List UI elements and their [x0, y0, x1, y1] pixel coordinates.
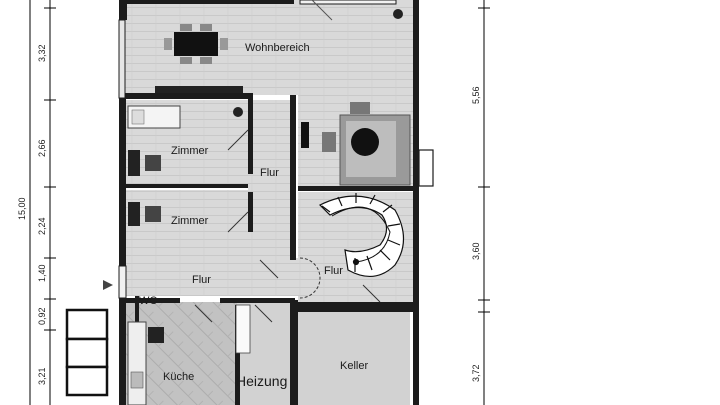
- wall-heizung-keller: [290, 300, 298, 405]
- floor-zimmer-2: [125, 190, 248, 258]
- stairs-outline: [318, 195, 405, 277]
- desk-zimmer-2: [128, 202, 140, 226]
- wall-kueche-heizung: [235, 305, 240, 405]
- dining-chair-4: [200, 24, 212, 31]
- wall-left-mid: [119, 98, 126, 266]
- dining-table: [174, 32, 218, 56]
- dim-left-6: 3,21: [37, 367, 47, 385]
- door-kueche: [194, 304, 213, 323]
- walls: [118, 0, 419, 405]
- dim-left-5: 0,92: [37, 307, 47, 325]
- dining-chair-3: [180, 24, 192, 31]
- wall-left-window: [118, 19, 126, 99]
- wall-zimmer-flur: [248, 99, 253, 174]
- stove: [148, 327, 164, 343]
- dining-chair-1: [164, 38, 172, 50]
- furniture: [127, 24, 411, 405]
- floor-flur-2: [125, 258, 300, 296]
- plant-icon: [393, 9, 403, 19]
- door-top: [311, 0, 333, 21]
- label-keller: Keller: [340, 360, 368, 372]
- kitchen-counter: [127, 321, 147, 405]
- label-zimmer-1: Zimmer: [171, 145, 209, 157]
- wall-left-lower: [118, 265, 127, 299]
- dim-left-1: 3,32: [37, 44, 47, 62]
- dim-right-2: 3,60: [471, 242, 481, 260]
- stairs-treads: [321, 193, 401, 272]
- floor-keller: [298, 312, 410, 405]
- floor-wohnbereich: [125, 0, 415, 95]
- label-wohnbereich: Wohnbereich: [245, 42, 310, 54]
- boiler: [235, 304, 251, 354]
- dimension-labels: 15,00 3,32 2,66 2,24 1,40 0,92 3,21 5,56…: [17, 44, 481, 385]
- dim-left-4: 1,40: [37, 264, 47, 282]
- wall-left-bottom: [119, 298, 126, 405]
- dim-right-1: 5,56: [471, 86, 481, 104]
- door-flur-kueche: [259, 259, 279, 279]
- wall-right: [413, 0, 419, 405]
- dim-left-3: 2,24: [37, 217, 47, 235]
- wall-lower-divider: [125, 298, 180, 303]
- exterior-steps: [65, 308, 109, 397]
- armchair-1: [322, 132, 336, 152]
- dining-chair-5: [180, 57, 192, 64]
- wall-top-left: [119, 0, 294, 4]
- plants: [233, 9, 403, 117]
- room-labels: Wohnbereich Zimmer Zimmer Flur Flur Flur…: [139, 42, 368, 389]
- chair-zimmer-1: [145, 155, 161, 171]
- door-zimmer-1: [227, 129, 249, 151]
- stairs-start: [352, 258, 360, 266]
- wall-zimmer-divider: [125, 184, 248, 188]
- label-flur-1: Flur: [260, 167, 279, 179]
- dim-total: 15,00: [17, 197, 27, 220]
- door-flur-arc: [299, 257, 321, 299]
- dimension-ticks: [44, 7, 490, 331]
- plant-icon: [233, 107, 243, 117]
- coffee-table: [351, 128, 379, 156]
- step-3: [65, 365, 109, 397]
- dim-left-2: 2,66: [37, 139, 47, 157]
- door-keller: [362, 284, 381, 303]
- spiral-stairs: [318, 193, 405, 277]
- stairs-arrow: [331, 206, 391, 263]
- desk-zimmer-1: [128, 150, 140, 176]
- floor-flur-1: [248, 100, 293, 258]
- wall-wc: [135, 296, 139, 326]
- label-flur-2: Flur: [192, 274, 211, 286]
- label-kueche: Küche: [163, 371, 194, 383]
- dim-right-3: 3,72: [471, 364, 481, 382]
- sideboard: [155, 86, 243, 93]
- wall-living-divider: [125, 93, 253, 99]
- wall-keller-top: [298, 302, 413, 312]
- label-wc: WC: [139, 295, 157, 307]
- label-heizung: Heizung: [236, 373, 287, 389]
- step-1: [65, 308, 109, 341]
- pillow: [131, 109, 145, 125]
- windows: [299, 0, 434, 187]
- wall-zimmer2-flur: [248, 192, 253, 232]
- armchair-2: [350, 102, 370, 114]
- step-2: [65, 337, 109, 369]
- wall-left-top: [119, 0, 127, 20]
- label-zimmer-2: Zimmer: [171, 215, 209, 227]
- door-zimmer-2: [227, 211, 249, 233]
- wall-lower-divider-2: [220, 298, 295, 303]
- dining-chair-2: [220, 38, 228, 50]
- label-flur-3: Flur: [324, 265, 343, 277]
- entrance-arrow-icon: [103, 280, 113, 290]
- wall-living-stairs: [298, 186, 413, 191]
- chair-zimmer-2: [145, 206, 161, 222]
- door-heizung: [254, 304, 273, 323]
- doors: [194, 129, 381, 323]
- dimension-lines: [29, 0, 485, 405]
- tv-stand: [301, 122, 309, 148]
- wall-flur-living: [290, 95, 296, 260]
- window-top-right: [299, 0, 397, 5]
- window-right-bay: [418, 149, 434, 187]
- dining-chair-6: [200, 57, 212, 64]
- sink: [130, 371, 144, 389]
